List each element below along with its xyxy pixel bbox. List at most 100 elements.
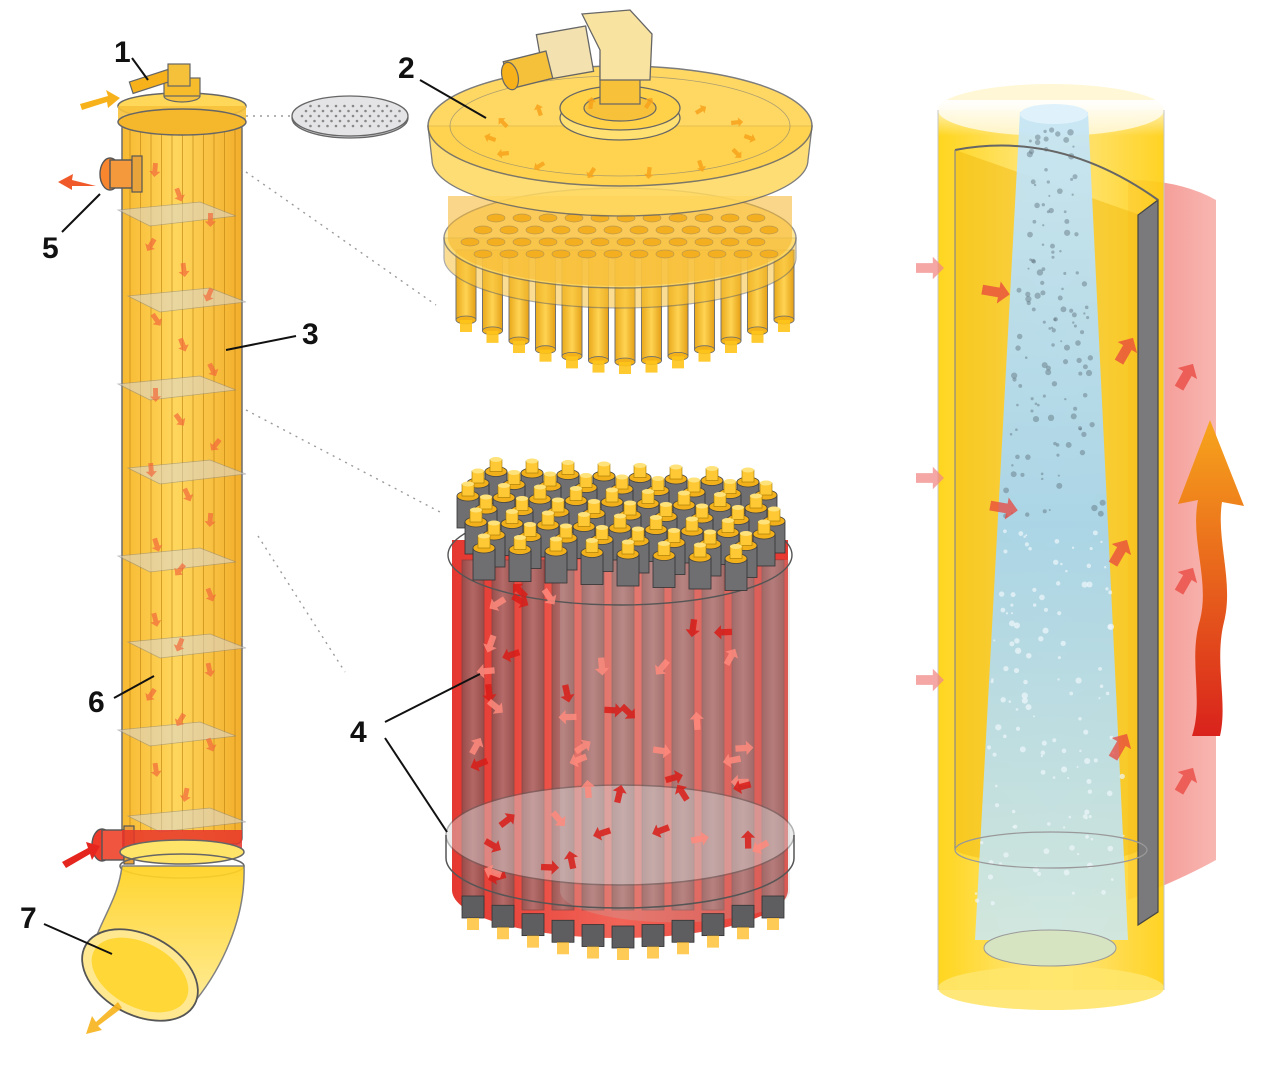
callout-5: 5 bbox=[42, 232, 59, 265]
speckle bbox=[1014, 638, 1020, 644]
speckle bbox=[1042, 224, 1045, 227]
tube-bottom-tip bbox=[707, 935, 719, 948]
speckle bbox=[1072, 145, 1075, 148]
speckle bbox=[1063, 869, 1070, 876]
speckle bbox=[1034, 134, 1041, 141]
speckle bbox=[1099, 499, 1106, 506]
flow-arrow-icon bbox=[210, 437, 222, 451]
tube-tip-top bbox=[622, 539, 634, 545]
heat-arrow-icon bbox=[733, 780, 752, 795]
speckle bbox=[1051, 328, 1056, 333]
flow-arrow-icon bbox=[586, 166, 597, 179]
speckle bbox=[1026, 652, 1032, 659]
speckle bbox=[1025, 512, 1030, 517]
single-tube-cutaway bbox=[916, 84, 1244, 1010]
speckle bbox=[1050, 243, 1055, 249]
baffle-plate bbox=[126, 287, 247, 313]
flow-arrow-icon bbox=[178, 262, 190, 277]
speckle bbox=[1085, 369, 1093, 377]
speckle bbox=[1063, 271, 1067, 275]
heat-arrow-icon bbox=[593, 826, 612, 841]
speckle bbox=[1053, 317, 1057, 322]
speckle bbox=[1018, 531, 1024, 536]
speckle bbox=[1015, 428, 1018, 432]
tube-bottom-tip bbox=[467, 918, 479, 930]
heat-arrow-icon bbox=[580, 779, 596, 799]
flow-arrow-icon bbox=[730, 117, 744, 128]
plate-hole bbox=[377, 104, 380, 108]
speckle bbox=[1067, 129, 1074, 136]
guide-lines bbox=[245, 115, 441, 673]
speckle bbox=[1073, 324, 1077, 328]
speckle bbox=[990, 901, 995, 906]
speckle bbox=[1086, 581, 1093, 588]
speckle bbox=[995, 724, 1002, 731]
baffle-plates bbox=[116, 201, 247, 833]
speckle bbox=[1041, 362, 1048, 369]
tube-tip-top bbox=[560, 523, 572, 529]
speckle bbox=[1025, 454, 1031, 460]
speckle bbox=[975, 898, 980, 903]
speckle bbox=[1108, 590, 1113, 595]
speckle bbox=[1040, 754, 1044, 758]
tube-tip-top bbox=[462, 481, 474, 487]
speckle bbox=[1043, 848, 1050, 855]
plate-hole bbox=[317, 124, 321, 128]
speckle bbox=[1105, 691, 1110, 696]
flow-arrow-icon bbox=[86, 1002, 122, 1034]
tube-tip-top bbox=[686, 516, 698, 522]
speckle bbox=[1011, 809, 1016, 814]
flow-arrow-icon bbox=[150, 762, 162, 777]
flow-arrow-icon bbox=[731, 147, 742, 158]
plate-hole bbox=[338, 119, 342, 123]
plate-hole bbox=[300, 114, 304, 118]
speckle bbox=[1025, 295, 1032, 303]
heat-arrow-icon bbox=[498, 813, 515, 828]
tube-tip-top bbox=[586, 538, 598, 543]
heat-arrow-icon bbox=[558, 709, 577, 725]
heat-arrow-icon bbox=[740, 830, 756, 849]
flow-arrow-icon bbox=[204, 512, 216, 527]
speckle bbox=[1069, 308, 1074, 313]
speckle bbox=[1071, 546, 1075, 549]
callout-1: 1 bbox=[114, 36, 131, 69]
tube-tip-top bbox=[580, 473, 592, 478]
tube-sheet-header-2 bbox=[427, 9, 813, 374]
speckle bbox=[1000, 607, 1006, 613]
flow-arrow-icon bbox=[174, 563, 187, 576]
baffle-plate bbox=[116, 201, 237, 227]
tube-bottom bbox=[491, 904, 515, 928]
speckle bbox=[1049, 127, 1055, 133]
heat-arrow-icon bbox=[1114, 337, 1138, 365]
plate-hole bbox=[364, 109, 367, 113]
speckle bbox=[1065, 569, 1068, 573]
tube-bottom bbox=[461, 895, 485, 919]
header-tube-tip bbox=[513, 341, 525, 353]
speckle bbox=[1033, 183, 1037, 187]
speckle bbox=[1042, 627, 1049, 634]
speckle bbox=[1071, 891, 1075, 895]
speckle bbox=[1024, 356, 1028, 359]
tube-tip-top bbox=[516, 496, 528, 501]
plate-hole bbox=[304, 109, 308, 113]
tube-tip-top bbox=[722, 518, 734, 523]
speckle bbox=[1051, 255, 1055, 259]
plate-hole bbox=[355, 119, 359, 123]
speckle bbox=[1090, 837, 1094, 841]
speckle bbox=[1003, 487, 1009, 494]
tube-tip-top bbox=[704, 529, 716, 535]
flow-arrow-icon bbox=[586, 96, 596, 110]
heat-arrow-icon bbox=[722, 753, 742, 768]
plate-hole bbox=[313, 119, 316, 123]
heat-arrow-icon bbox=[1108, 539, 1132, 567]
heat-arrow-icon bbox=[550, 810, 566, 827]
tube-tip-top bbox=[488, 520, 500, 526]
speckle bbox=[1070, 413, 1077, 420]
tube-tip-top bbox=[552, 497, 564, 503]
speckle bbox=[1062, 826, 1066, 829]
tube-tip-top bbox=[632, 526, 644, 532]
plate-hole bbox=[334, 104, 338, 108]
tube-tip-top bbox=[550, 536, 562, 542]
tube-tip-top bbox=[562, 460, 574, 465]
flow-arrow-icon bbox=[204, 212, 217, 227]
